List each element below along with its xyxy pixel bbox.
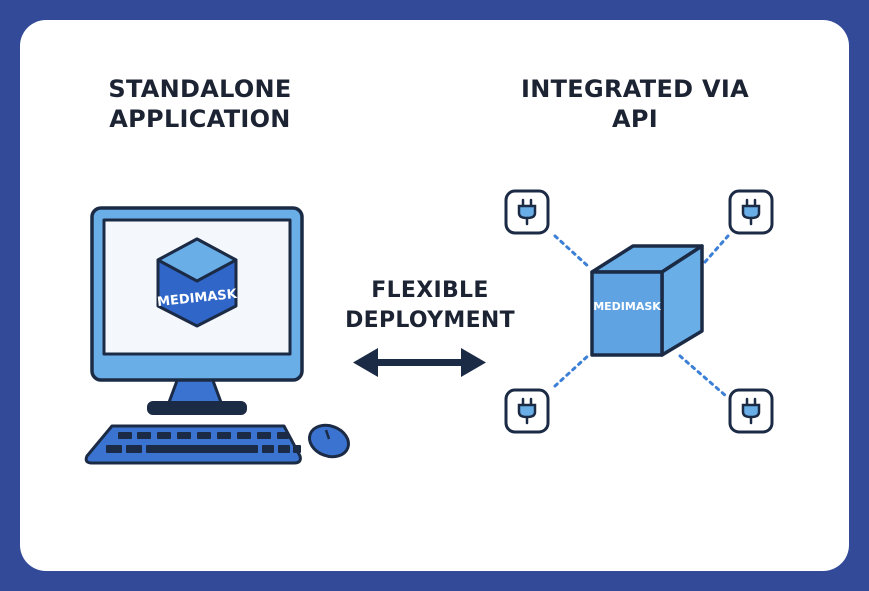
plug-icon [517, 198, 537, 226]
plug-tile-top-right [728, 189, 774, 235]
connector-top-right [703, 234, 730, 264]
integrated-title-line2: API [612, 105, 658, 133]
keyboard-icon [84, 424, 302, 465]
keyboard-keys [106, 432, 301, 453]
plug-icon [741, 198, 761, 226]
integrated-title: INTEGRATED VIA API [500, 74, 770, 134]
plug-tile-bottom-left [504, 388, 550, 434]
flexible-deployment-label: FLEXIBLE DEPLOYMENT [325, 276, 535, 336]
connector-bottom-left [553, 352, 592, 388]
plug-icon [517, 397, 537, 425]
monitor-stand [166, 376, 224, 407]
standalone-title: STANDALONE APPLICATION [100, 74, 300, 134]
medimask-cube-icon [590, 244, 704, 357]
plug-tile-top-left [504, 189, 550, 235]
flexible-label-line2: DEPLOYMENT [345, 308, 515, 333]
monitor-base [147, 401, 247, 415]
medimask-hex-cube-icon [156, 237, 238, 328]
standalone-title-line2: APPLICATION [109, 105, 291, 133]
plug-tile-bottom-right [728, 388, 774, 434]
right-cube-label: MEDIMASK [593, 300, 661, 313]
connector-top-left [553, 234, 592, 270]
desktop-computer-icon [84, 206, 350, 465]
flexible-label-line1: FLEXIBLE [371, 278, 489, 303]
plug-icon [741, 397, 761, 425]
standalone-title-line1: STANDALONE [108, 75, 292, 103]
connector-bottom-right [678, 354, 728, 398]
integrated-title-line1: INTEGRATED VIA [521, 75, 749, 103]
double-arrow-icon [353, 348, 486, 377]
mouse-icon [308, 423, 350, 459]
api-connectors [553, 234, 730, 398]
